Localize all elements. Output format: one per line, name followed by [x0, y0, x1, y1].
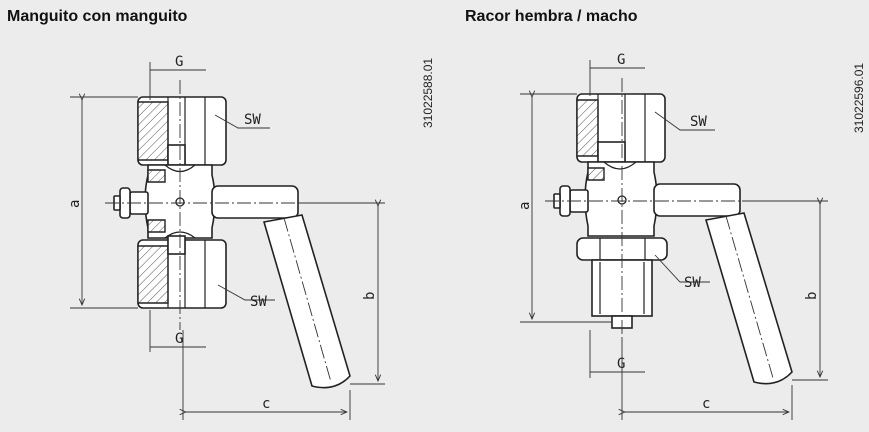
- left-label-g-top: G: [175, 54, 183, 70]
- left-label-sw-bottom: SW: [250, 294, 267, 310]
- right-title: Racor hembra / macho: [465, 8, 638, 25]
- left-title: Manguito con manguito: [7, 8, 188, 25]
- right-label-c: c: [702, 396, 710, 412]
- left-valve-drawing: [70, 62, 385, 420]
- left-label-b: b: [362, 292, 378, 300]
- right-label-g-bottom: G: [617, 356, 625, 372]
- right-valve-drawing: [520, 60, 828, 420]
- left-label-g-bottom: G: [175, 331, 183, 347]
- right-label-sw-bottom: SW: [684, 275, 701, 291]
- left-labels: G G SW SW a b c: [67, 54, 378, 412]
- right-labels: G G SW SW a b c: [517, 52, 820, 412]
- right-label-g-top: G: [617, 52, 625, 68]
- left-label-c: c: [262, 396, 270, 412]
- right-label-a: a: [517, 202, 533, 210]
- right-label-b: b: [804, 292, 820, 300]
- left-label-sw-top: SW: [244, 112, 261, 128]
- right-label-sw-top: SW: [690, 114, 707, 130]
- left-label-a: a: [67, 200, 83, 208]
